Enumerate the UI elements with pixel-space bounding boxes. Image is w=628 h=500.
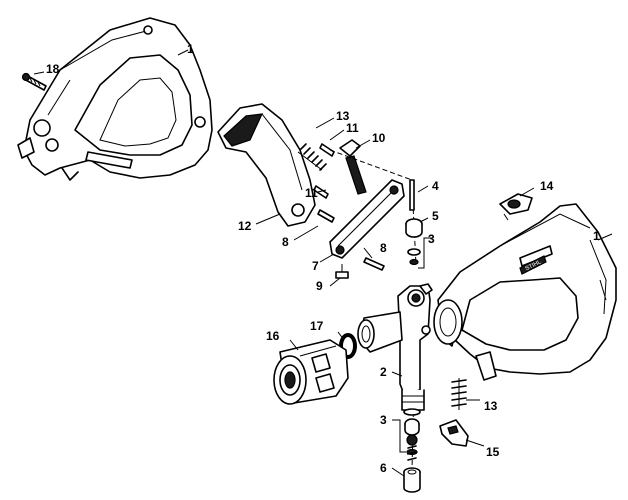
callout-labels: 1 18 13 11 10 11 12 8 7 8 9 4 5 3 14 1 1… <box>46 42 600 475</box>
pin-4 <box>409 179 415 211</box>
clip-14 <box>499 193 533 221</box>
callout-11-upper: 11 <box>346 121 359 135</box>
callout-14: 14 <box>540 179 554 193</box>
callout-15: 15 <box>486 445 500 459</box>
callout-17: 17 <box>310 319 324 333</box>
callout-9: 9 <box>316 279 323 293</box>
callout-1-lower: 1 <box>593 229 600 243</box>
callout-10: 10 <box>372 131 386 145</box>
callout-3-upper: 3 <box>428 232 435 246</box>
callout-16: 16 <box>266 329 280 343</box>
screw-9 <box>335 264 349 279</box>
pin-11-upper <box>319 143 335 157</box>
link-10 <box>339 139 367 195</box>
callout-18: 18 <box>46 62 60 76</box>
callout-7: 7 <box>312 259 319 273</box>
pin-8-right <box>363 257 385 271</box>
housing-half-left <box>17 17 213 181</box>
spring-13-lower <box>451 378 467 410</box>
callout-8-right: 8 <box>380 241 387 255</box>
leader-lines <box>33 49 613 477</box>
callout-2: 2 <box>380 365 387 379</box>
trigger-lever-7 <box>329 179 405 259</box>
spring-nut-6 <box>403 445 421 493</box>
screw-18 <box>21 72 47 91</box>
seals-3-upper <box>407 248 421 266</box>
callout-13-lower: 13 <box>484 399 498 413</box>
handle-cover-12 <box>217 103 316 227</box>
callout-5: 5 <box>432 209 439 223</box>
callout-13-upper: 13 <box>336 109 350 123</box>
valve-body-2 <box>357 283 433 411</box>
pin-8-left <box>317 209 335 223</box>
coupling-16 <box>273 339 349 405</box>
callout-6: 6 <box>380 461 387 475</box>
callout-11-lower: 11 <box>305 186 318 200</box>
spring-13-upper <box>297 143 327 171</box>
slider-15 <box>439 419 469 447</box>
callout-8-left: 8 <box>282 235 289 249</box>
seals-3-lower <box>403 408 421 456</box>
pin-11-lower <box>313 185 329 199</box>
callout-1-upper: 1 <box>187 42 194 56</box>
callout-4: 4 <box>432 179 439 193</box>
housing-main-right: STIHL <box>433 203 617 381</box>
callout-3-lower: 3 <box>380 413 387 427</box>
alignment-line-1 <box>329 149 413 181</box>
nut-5 <box>405 218 423 238</box>
callout-12: 12 <box>238 219 252 233</box>
